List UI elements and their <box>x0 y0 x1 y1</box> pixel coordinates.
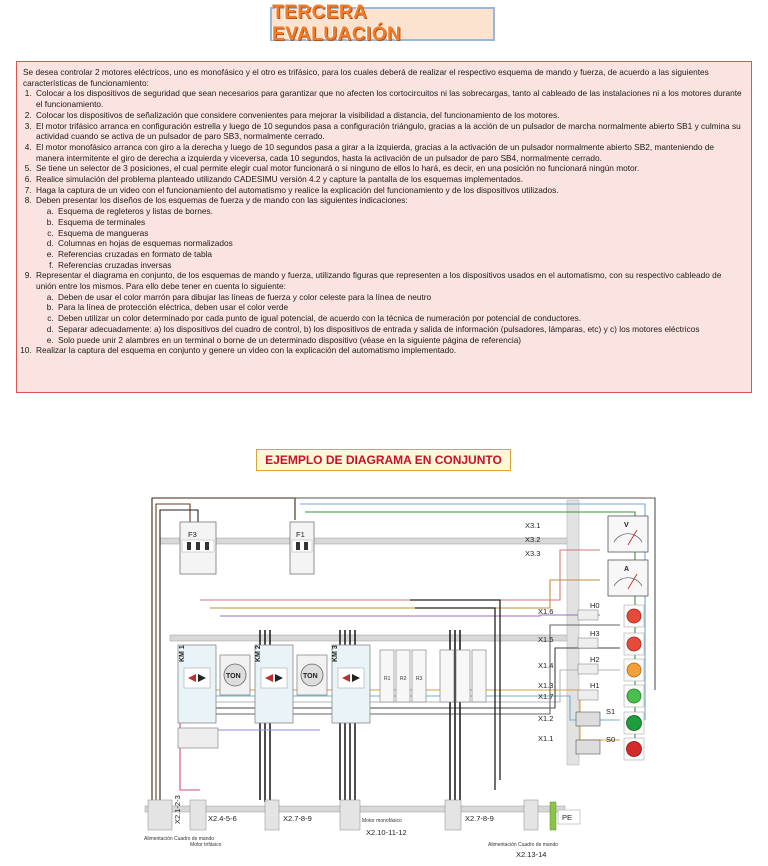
task-item: Se tiene un selector de 3 posiciones, el… <box>34 163 743 174</box>
sub-item: Esquema de regleteros y listas de bornes… <box>56 206 743 217</box>
task-item-8-text: Deben presentar los diseños de los esque… <box>36 195 408 206</box>
label-timer-1: TON <box>226 673 241 680</box>
overload-relay <box>177 727 219 749</box>
lamp-h3: H3 <box>577 629 645 656</box>
label-h0: H0 <box>590 601 600 610</box>
terminal-x1-4: X1.4 <box>538 661 553 670</box>
label-x2-10-11-12: X2.10-11-12 <box>366 828 407 837</box>
page-title-banner: TERCERA EVALUACIÓN <box>270 2 495 45</box>
lamp-h0: H0 <box>577 601 645 628</box>
task-item-9: Representar el diagrama en conjunto, de … <box>34 270 743 345</box>
wiring-diagram-svg: F3 F1 KM 1 TON KM 2 TON KM 3 <box>144 497 656 859</box>
timer-1: TON <box>219 654 251 696</box>
task-item: Colocar a los dispositivos de seguridad … <box>34 88 743 109</box>
label-x2-4-5-6: X2.4-5-6 <box>208 814 237 823</box>
contactor-km3: KM 3 <box>331 644 371 724</box>
sub-item: Deben utilizar un color determinado por … <box>56 313 743 324</box>
example-title: EJEMPLO DE DIAGRAMA EN CONJUNTO <box>265 453 502 467</box>
task-item-9-sublist: Deben de usar el color marrón para dibuj… <box>36 292 743 346</box>
sub-item: Referencias cruzadas inversas <box>56 260 743 271</box>
ammeter-label: A <box>624 566 629 573</box>
label-relay-r3: R3 <box>416 676 423 682</box>
task-description-box: Se desea controlar 2 motores eléctricos,… <box>16 61 752 393</box>
task-item-8: Deben presentar los diseños de los esque… <box>34 195 743 270</box>
sub-item: Para la línea de protección eléctrica, d… <box>56 302 743 313</box>
label-km3: KM 3 <box>332 645 339 662</box>
lamp-h2: H2 <box>577 655 645 682</box>
terminal-x1-7: X1.7 <box>538 692 553 701</box>
label-x2-1-2-3: X2.1-2-3 <box>173 795 182 824</box>
sub-item: Esquema de terminales <box>56 217 743 228</box>
label-motor-3ph: Motor trifásico <box>190 842 222 848</box>
sub-item: Deben de usar el color marrón para dibuj… <box>56 292 743 303</box>
task-intro: Se desea controlar 2 motores eléctricos,… <box>23 67 709 88</box>
task-item: El motor trifásico arranca en configurac… <box>34 121 743 142</box>
breaker-f1: F1 <box>289 521 315 575</box>
terminal-labels: X3.1 X3.2 X3.3 X1.6 X1.5 X1.4 X1.3 X1.7 … <box>525 521 553 743</box>
terminal-x1-1: X1.1 <box>538 734 553 743</box>
label-x2-7-8-9-a: X2.7-8-9 <box>283 814 312 823</box>
label-feed-1: Alimentación Cuadro de mando <box>144 836 214 842</box>
terminal-x1-6: X1.6 <box>538 607 553 616</box>
label-relay-r1: R1 <box>384 676 391 682</box>
sub-item: Solo puede unir 2 alambres en un termina… <box>56 335 743 346</box>
terminal-x3-3: X3.3 <box>525 549 540 558</box>
label-relay-r2: R2 <box>400 676 407 682</box>
task-item-9-text: Representar el diagrama en conjunto, de … <box>36 270 722 292</box>
label-s0: S0 <box>606 735 615 744</box>
label-x2-7-8-9-b: X2.7-8-9 <box>465 814 494 823</box>
sub-item: Separar adecuadamente: a) los dispositiv… <box>56 324 743 335</box>
lamp-h1: H1 <box>577 681 645 708</box>
label-h2: H2 <box>590 655 600 664</box>
label-x2-13-14: X2.13-14 <box>516 850 546 859</box>
terminal-x1-3: X1.3 <box>538 681 553 690</box>
contactor-km1: KM 1 <box>177 644 217 724</box>
relay-group-1: R1 R2 R3 <box>379 649 427 703</box>
label-f3: F3 <box>188 530 197 539</box>
voltmeter: V <box>607 515 649 553</box>
terminal-x1-2: X1.2 <box>538 714 553 723</box>
breaker-f3: F3 <box>179 521 217 575</box>
label-h3: H3 <box>590 629 600 638</box>
button-s1: S1 <box>575 707 645 735</box>
sub-item: Referencias cruzadas en formato de tabla <box>56 249 743 260</box>
page-title: TERCERA EVALUACIÓN <box>272 2 402 45</box>
label-s1: S1 <box>606 707 615 716</box>
ammeter: A <box>607 559 649 597</box>
relay-group-2 <box>439 649 487 703</box>
din-rail-top <box>159 537 571 545</box>
label-timer-2: TON <box>303 673 318 680</box>
label-f1: F1 <box>296 530 305 539</box>
label-km2: KM 2 <box>255 645 262 662</box>
sub-item: Columnas en hojas de esquemas normalizad… <box>56 238 743 249</box>
bottom-terminal-blocks: X2.1-2-3 X2.4-5-6 X2.7-8-9 X2.10-11-12 X… <box>144 795 581 859</box>
button-s0: S0 <box>575 735 645 761</box>
task-item-8-sublist: Esquema de regleteros y listas de bornes… <box>36 206 743 270</box>
task-list: Colocar a los dispositivos de seguridad … <box>23 88 743 356</box>
label-h1: H1 <box>590 681 600 690</box>
wiring-diagram: F3 F1 KM 1 TON KM 2 TON KM 3 <box>140 490 665 862</box>
task-item: Realice simulación del problema plantead… <box>34 174 743 185</box>
task-item: Colocar los dispositivos de señalización… <box>34 110 743 121</box>
label-km1: KM 1 <box>179 645 186 662</box>
label-pe: PE <box>562 813 572 822</box>
terminal-x1-5: X1.5 <box>538 635 553 644</box>
example-title-box: EJEMPLO DE DIAGRAMA EN CONJUNTO <box>256 449 511 471</box>
contactor-km2: KM 2 <box>254 644 294 724</box>
terminal-x3-2: X3.2 <box>525 535 540 544</box>
din-rail-middle <box>169 634 571 642</box>
terminal-x3-1: X3.1 <box>525 521 540 530</box>
label-motor-1ph: Motor monofásico <box>362 818 402 824</box>
voltmeter-label: V <box>624 522 629 529</box>
task-item-10: Realizar la captura del esquema en conju… <box>34 345 743 356</box>
sub-item: Esquema de mangueras <box>56 228 743 239</box>
task-item: El motor monofásico arranca con giro a l… <box>34 142 743 163</box>
timer-2: TON <box>296 654 328 696</box>
label-feed-2: Alimentación Cuadro de mando <box>488 842 558 848</box>
task-item: Haga la captura de un video con el funci… <box>34 185 743 196</box>
